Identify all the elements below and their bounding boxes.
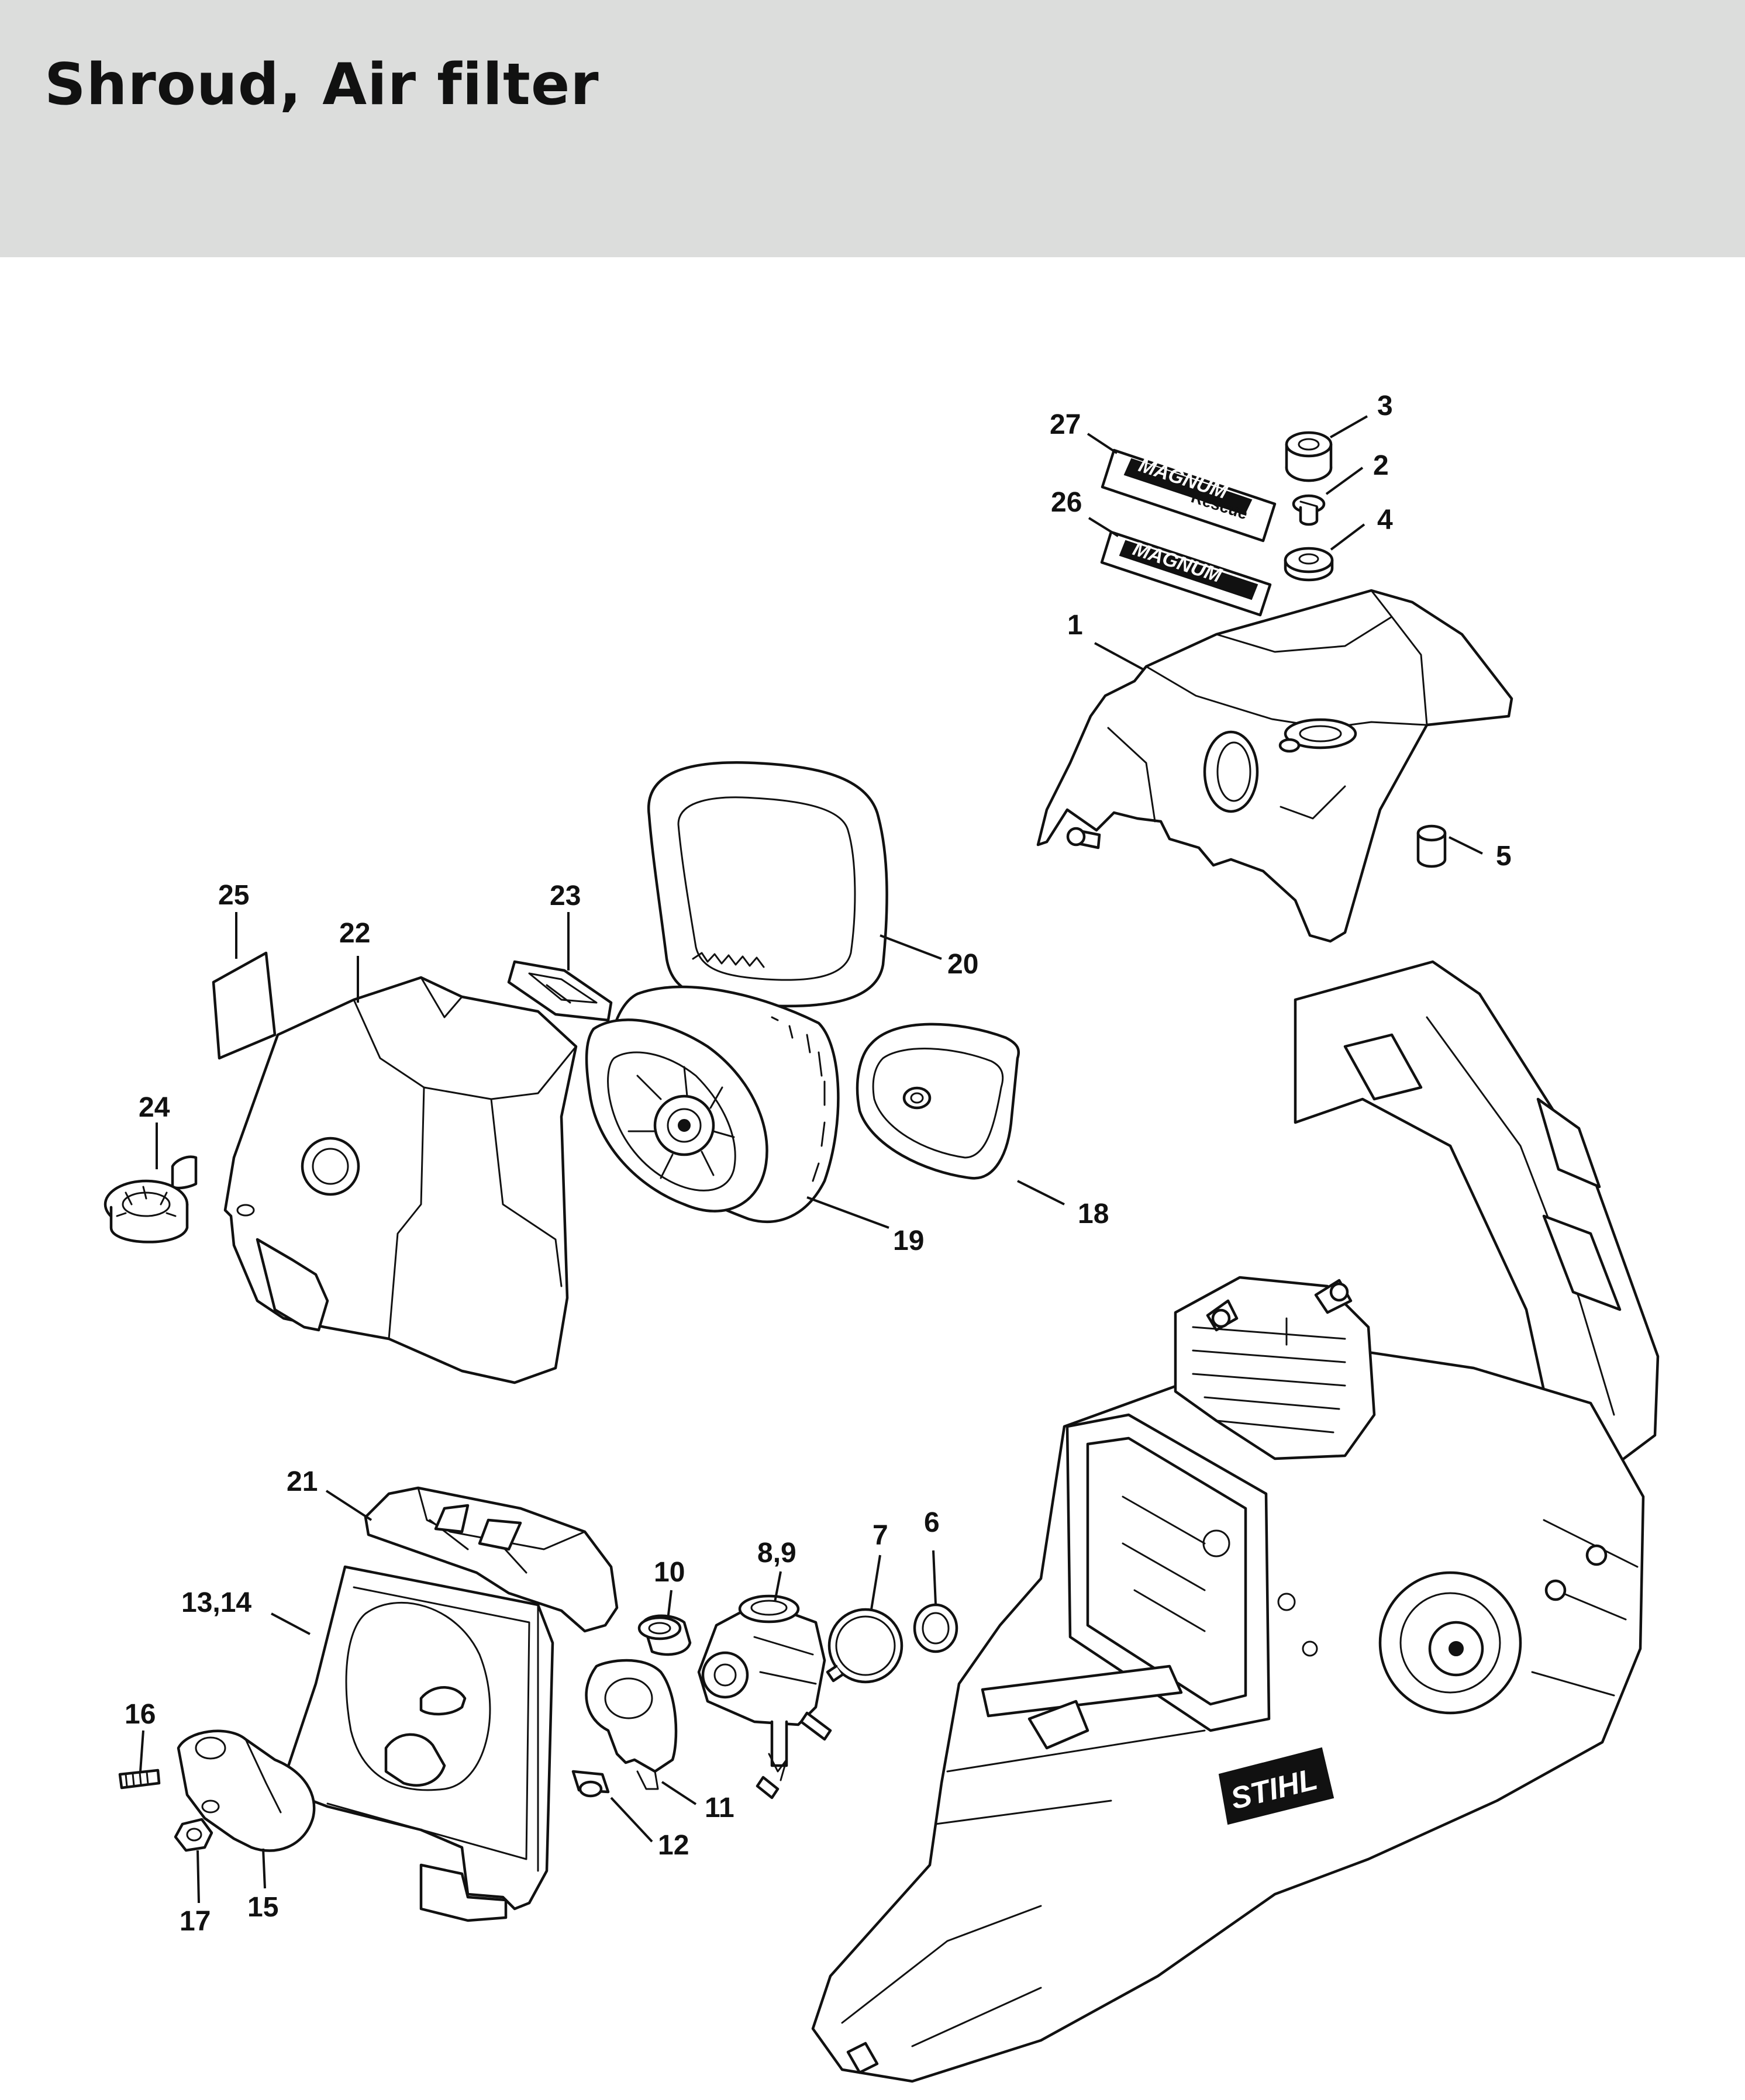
screw-2 xyxy=(1292,494,1326,526)
callout-18: 18 xyxy=(1078,1198,1109,1229)
callout-24: 24 xyxy=(139,1092,170,1123)
nut-17 xyxy=(174,1818,213,1852)
chainsaw-body: STIHL xyxy=(811,960,1660,2083)
callout-25: 25 xyxy=(218,880,249,911)
sleeve-10 xyxy=(637,1614,692,1656)
filter-frame-21 xyxy=(364,1486,619,1633)
callout-21: 21 xyxy=(287,1466,318,1497)
callout-3: 3 xyxy=(1377,391,1393,422)
plug-12 xyxy=(571,1770,610,1798)
callout-8-9: 8,9 xyxy=(757,1538,796,1569)
callout-17: 17 xyxy=(180,1906,211,1937)
callout-16: 16 xyxy=(125,1699,156,1730)
callout-20: 20 xyxy=(947,949,978,980)
filter-base-13-14 xyxy=(279,1565,554,1922)
callout-26: 26 xyxy=(1051,487,1082,518)
seal-card-25 xyxy=(212,951,277,1060)
plug-5 xyxy=(1416,824,1447,868)
shroud-1 xyxy=(1036,589,1513,943)
callout-19: 19 xyxy=(893,1225,924,1256)
callout-10: 10 xyxy=(654,1557,685,1588)
callout-22: 22 xyxy=(339,918,370,949)
callout-1: 1 xyxy=(1067,610,1083,641)
callout-6: 6 xyxy=(924,1507,940,1538)
knob-24 xyxy=(104,1155,198,1244)
grommet-3 xyxy=(1285,431,1333,482)
callout-7: 7 xyxy=(872,1520,888,1551)
air-filter-19 xyxy=(585,985,840,1224)
header-band: Shroud, Air filter xyxy=(0,0,1745,257)
callout-27: 27 xyxy=(1050,409,1081,440)
callout-13-14: 13,14 xyxy=(181,1587,251,1618)
ring-6 xyxy=(913,1603,958,1653)
decal-magnum: MAGNUM xyxy=(1100,530,1272,617)
leader-lines xyxy=(139,415,1483,1904)
callout-4: 4 xyxy=(1377,505,1393,536)
page-title: Shroud, Air filter xyxy=(44,51,599,118)
callouts: 27 26 3 2 4 1 5 20 23 25 22 24 19 18 21 … xyxy=(125,391,1512,1937)
prefilter-band-20 xyxy=(647,761,888,1008)
gasket-11 xyxy=(585,1659,678,1790)
insert-23 xyxy=(507,960,613,1022)
exploded-parts-diagram: MAGNUM Rescue MAGNUM xyxy=(104,391,1660,2083)
decal-magnum-rescue: MAGNUM Rescue xyxy=(1101,448,1277,543)
callout-12: 12 xyxy=(658,1830,689,1861)
stud-16 xyxy=(118,1769,161,1790)
washer-4 xyxy=(1284,547,1334,582)
bracket-15 xyxy=(177,1729,316,1852)
filter-cover-22 xyxy=(223,976,578,1384)
callout-11: 11 xyxy=(705,1792,734,1823)
ring-7 xyxy=(826,1608,903,1684)
filter-base-18 xyxy=(856,1023,1020,1180)
carburetor-8-9 xyxy=(697,1594,832,1799)
callout-23: 23 xyxy=(550,880,581,911)
callout-5: 5 xyxy=(1496,841,1512,872)
callout-15: 15 xyxy=(247,1892,278,1923)
callout-2: 2 xyxy=(1373,450,1389,481)
